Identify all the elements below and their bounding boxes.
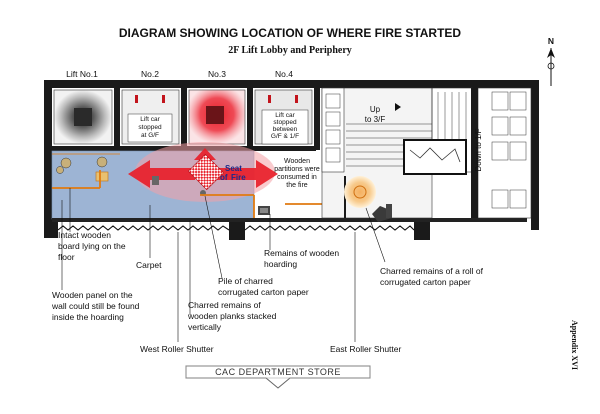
stair-landing: [403, 139, 467, 175]
seat-of-fire-marker: [187, 153, 225, 191]
lift4-note: Lift car stopped between G/F & 1/F: [261, 109, 309, 145]
store-arrow: CAC DEPARTMENT STORE: [185, 365, 371, 389]
fire-arrow-west: [128, 160, 195, 188]
stair-steps-down: [491, 91, 527, 209]
ann-carpet: Carpet: [136, 260, 162, 270]
svg-text:G/F & 1/F: G/F & 1/F: [271, 133, 299, 140]
west-roller-shutter: [57, 225, 230, 231]
seat-label-1: Seat: [225, 164, 242, 173]
svg-text:Lift car: Lift car: [140, 116, 160, 123]
ann-carton-roll-2: corrugated carton paper: [380, 277, 471, 287]
fire-arrow-east: [212, 160, 278, 188]
ann-carton-roll-1: Charred remains of a roll of: [380, 266, 484, 276]
charred-roll-burst: [344, 176, 376, 208]
seat-label-2: of: [220, 173, 228, 182]
ann-carton-pile-2: corrugated carton paper: [218, 287, 309, 297]
ann-hoarding-1: Remains of wooden: [264, 248, 339, 258]
svg-text:stopped: stopped: [138, 124, 162, 131]
up-arrow-icon: [395, 103, 401, 111]
svg-text:stopped: stopped: [273, 119, 297, 126]
east-roller-shutter: [244, 225, 415, 231]
ann-wooden-panel-2: wall could still be found: [51, 301, 140, 311]
ann-intact-board-2: board lying on the: [58, 241, 126, 251]
diagram-title: DIAGRAM SHOWING LOCATION OF WHERE FIRE S…: [119, 26, 462, 40]
diagram-subtitle: 2F Lift Lobby and Periphery: [228, 45, 352, 56]
stair-down-label: Down to 1/F: [474, 128, 483, 171]
ann-planks-1: Charred remains of: [188, 300, 261, 310]
lift-label-1: Lift No.1: [66, 69, 98, 79]
stair-up-label-1: Up: [370, 105, 381, 114]
svg-text:partitions were: partitions were: [274, 166, 320, 173]
north-label: N: [548, 36, 554, 46]
ann-intact-board-1: Intact wooden: [58, 230, 111, 240]
ann-carton-pile-1: Pile of charred: [218, 276, 273, 286]
ann-east-shutter: East Roller Shutter: [330, 344, 402, 354]
svg-text:at G/F: at G/F: [141, 132, 159, 139]
svg-text:the fire: the fire: [286, 182, 308, 189]
svg-text:consumed in: consumed in: [277, 174, 317, 181]
lift-label-4: No.4: [275, 69, 293, 79]
north-arrow-icon: N: [547, 36, 555, 86]
leader-lines: [61, 188, 386, 342]
ann-wooden-panel-1: Wooden panel on the: [52, 290, 133, 300]
ann-planks-3: vertically: [188, 322, 222, 332]
lift-label-3: No.3: [208, 69, 226, 79]
ann-planks-2: wooden planks stacked: [187, 311, 277, 321]
partitions-note: Wooden partitions were consumed in the f…: [274, 158, 320, 189]
lift2-note: Lift car stopped at G/F: [127, 113, 173, 143]
appendix-label: Appendix XVI: [570, 320, 579, 370]
seat-label-3: Fire: [231, 173, 246, 182]
ann-wooden-panel-3: inside the hoarding: [52, 312, 124, 322]
svg-text:between: between: [273, 126, 298, 133]
svg-text:Wooden: Wooden: [284, 158, 310, 165]
store-label: CAC DEPARTMENT STORE: [215, 367, 341, 377]
ann-hoarding-2: hoarding: [264, 259, 297, 269]
svg-text:Lift car: Lift car: [275, 112, 295, 119]
fire-spread: [128, 142, 278, 202]
debris: [56, 156, 270, 215]
lift-label-2: No.2: [141, 69, 159, 79]
ann-west-shutter: West Roller Shutter: [140, 344, 214, 354]
stair-up-label-2: to 3/F: [365, 115, 386, 124]
ann-intact-board-3: floor: [58, 252, 75, 262]
